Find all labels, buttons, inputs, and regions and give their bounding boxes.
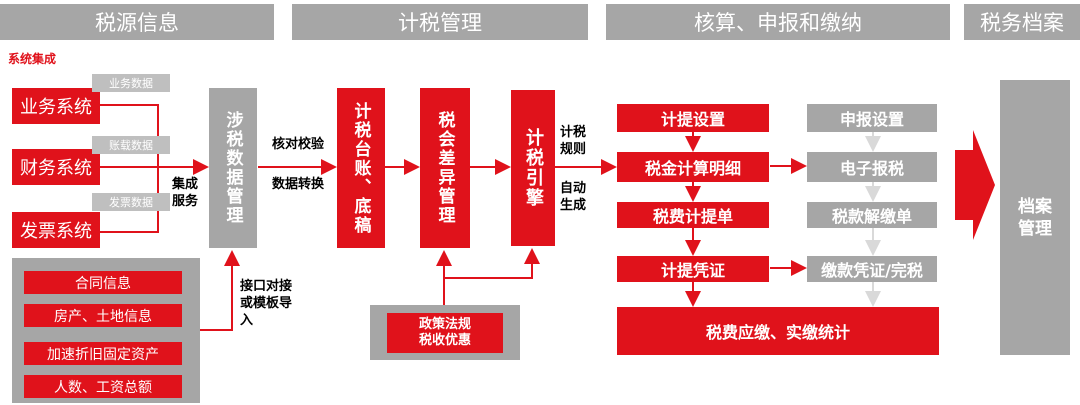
tax-data-mgmt-box: 涉税数据管理 xyxy=(209,88,257,248)
header-source: 税源信息 xyxy=(0,4,274,40)
header-archive: 税务档案 xyxy=(964,4,1080,40)
engine-box: 计税引擎 xyxy=(511,90,555,246)
step-accrual-voucher: 计提凭证 xyxy=(617,256,769,282)
policy-to-engine-line xyxy=(444,248,540,279)
info-property-land: 房产、土地信息 xyxy=(24,304,182,327)
step-payment-order: 税款解缴单 xyxy=(807,202,937,228)
step-e-tax: 电子报税 xyxy=(807,152,937,182)
interface-arrow xyxy=(200,250,240,331)
convert-label: 数据转换 xyxy=(272,177,325,192)
tag-business-data: 业务数据 xyxy=(92,74,170,92)
tag-ledger-data: 账载数据 xyxy=(92,136,170,154)
tag-invoice-data: 发票数据 xyxy=(92,193,170,211)
step-fee-accrual: 税费计提单 xyxy=(617,202,769,228)
ledger-box: 计税台账、底稿 xyxy=(337,88,385,248)
step-accrual-setting: 计提设置 xyxy=(617,104,769,132)
step-declare-setting: 申报设置 xyxy=(807,104,937,132)
rules-label: 计税规则 xyxy=(560,125,587,157)
system-invoice: 发票系统 xyxy=(12,212,100,248)
archive-box: 档案管理 xyxy=(1000,80,1070,355)
integration-service-label: 集成服务 xyxy=(172,177,199,209)
info-fixed-assets: 加速折旧固定资产 xyxy=(24,342,182,365)
step-stats: 税费应缴、实缴统计 xyxy=(617,307,939,355)
policy-box: 政策法规税收优惠 xyxy=(387,313,503,353)
verify-label: 核对校验 xyxy=(272,137,325,152)
other-info-panel: 合同信息 房产、土地信息 加速折旧固定资产 人数、工资总额 xyxy=(12,258,200,403)
step-tax-calc-detail: 税金计算明细 xyxy=(617,152,769,182)
info-contract: 合同信息 xyxy=(24,271,182,294)
policy-panel: 政策法规税收优惠 xyxy=(370,305,520,360)
system-business: 业务系统 xyxy=(12,88,100,124)
interface-label: 接口对接或模板导入 xyxy=(240,279,293,328)
auto-gen-label: 自动生成 xyxy=(560,181,587,213)
integration-label: 系统集成 xyxy=(8,52,57,66)
big-arrow-to-archive xyxy=(955,130,995,240)
system-finance: 财务系统 xyxy=(12,149,100,185)
diff-box: 税会差异管理 xyxy=(420,88,470,248)
header-accounting: 核算、申报和缴纳 xyxy=(606,4,950,40)
step-payment-voucher: 缴款凭证/完税 xyxy=(807,256,937,282)
header-tax-mgmt: 计税管理 xyxy=(292,4,588,40)
system-bracket-line xyxy=(100,104,159,233)
info-staff-wages: 人数、工资总额 xyxy=(24,375,182,398)
